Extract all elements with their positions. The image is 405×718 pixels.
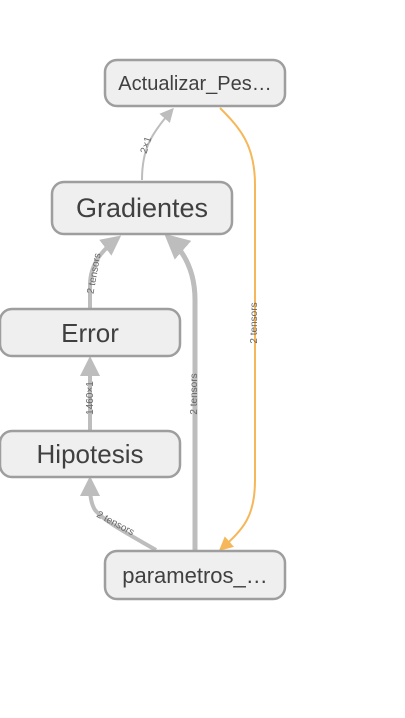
edge-label-actualizar-to-parametros: 2 tensors <box>249 302 260 343</box>
node-label-hipotesis: Hipotesis <box>37 439 144 469</box>
node-actualizar-pesos[interactable]: Actualizar_Pes… <box>103 58 287 108</box>
node-label-gradientes: Gradientes <box>76 193 208 223</box>
edge-label-parametros-to-hipotesis: 2 tensors <box>94 509 135 538</box>
node-label-actualizar-pesos: Actualizar_Pes… <box>118 73 271 95</box>
edge-label-parametros-to-gradientes: 2 tensors <box>189 373 200 414</box>
node-error[interactable]: Error <box>0 307 182 358</box>
node-label-parametros: parametros_… <box>122 563 268 588</box>
edge-error-to-gradientes[interactable] <box>88 235 122 308</box>
node-gradientes[interactable]: Gradientes <box>50 180 234 236</box>
edge-label-hipotesis-to-error: 1460×1 <box>85 381 96 415</box>
node-label-error: Error <box>61 318 119 348</box>
edge-actualizar-to-parametros[interactable] <box>218 107 256 551</box>
edge-label-error-to-gradientes: 2 tensors <box>86 252 104 294</box>
node-hipotesis[interactable]: Hipotesis <box>0 429 182 479</box>
node-parametros[interactable]: parametros_… <box>103 549 287 601</box>
edge-gradientes-to-actualizar[interactable] <box>141 107 174 181</box>
edge-parametros-to-hipotesis[interactable] <box>80 476 157 552</box>
edge-parametros-to-gradientes[interactable] <box>164 233 198 550</box>
edge-label-gradientes-to-actualizar: 2×1 <box>139 135 155 155</box>
